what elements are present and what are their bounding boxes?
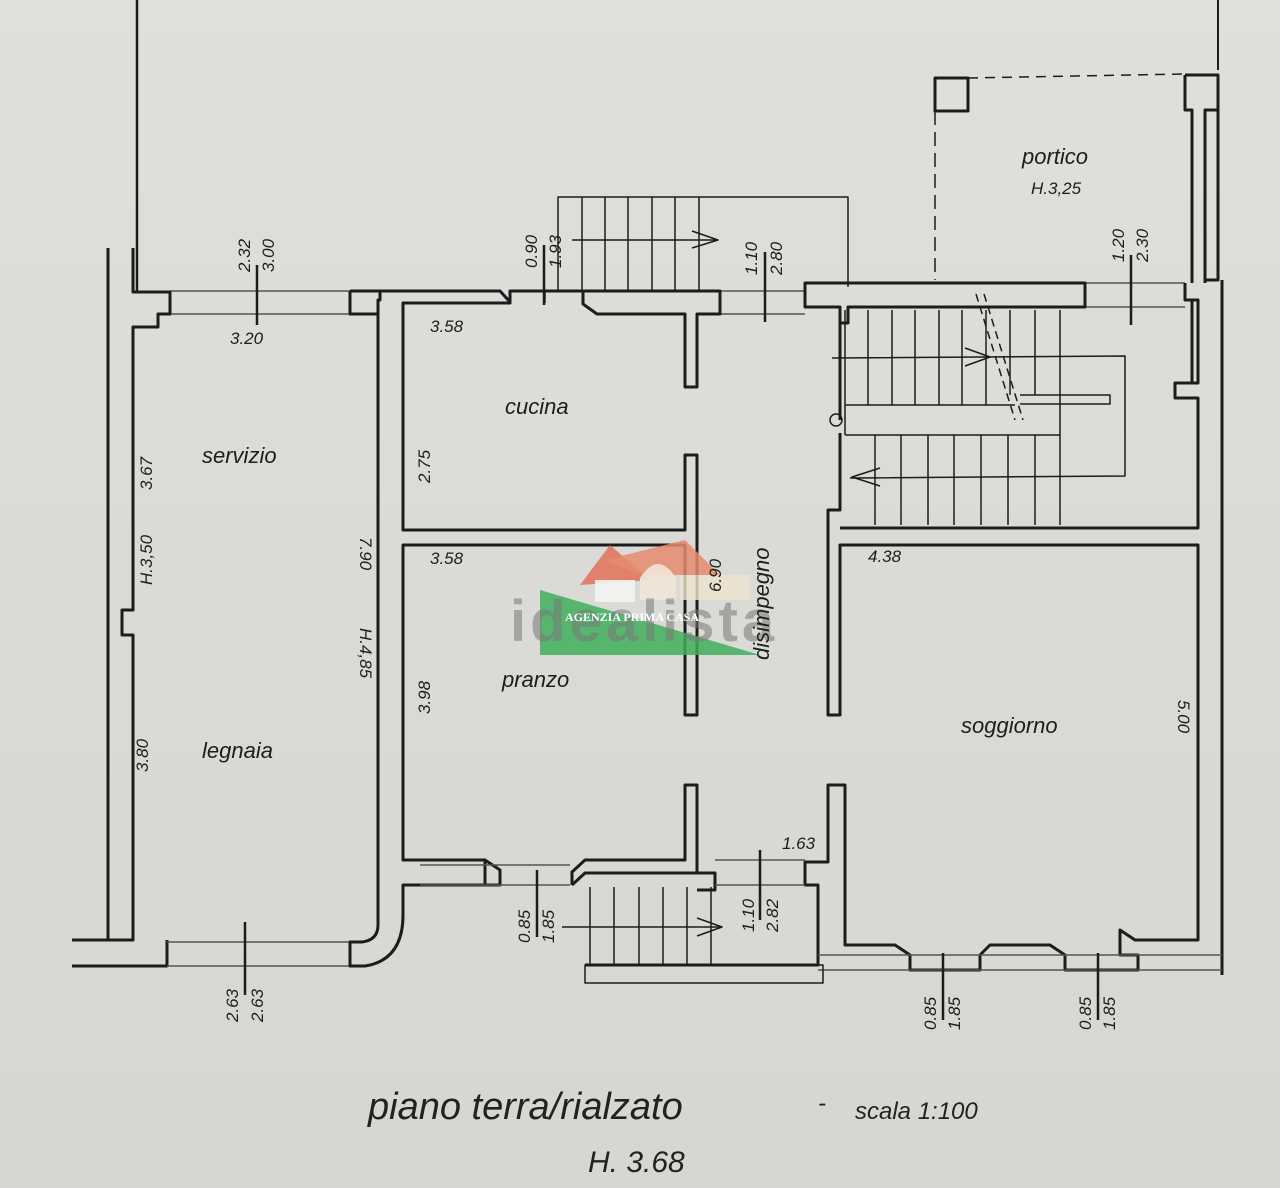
opening-bottom-entrance-den: 2.82	[763, 898, 782, 932]
stairs-main	[829, 293, 1126, 525]
opening-bottom-pranzo-den: 1.85	[539, 909, 558, 943]
opening-top-cucina-den: 1.93	[546, 234, 565, 268]
title-separator: -	[818, 1090, 826, 1117]
opening-bottom-entrance-num: 1.10	[739, 898, 758, 932]
opening-top-portico-den: 2.30	[1133, 228, 1152, 262]
opening-top-servizio-num: 2.32	[235, 238, 254, 272]
plan-floor-height: H. 3.68	[588, 1146, 685, 1179]
dim-servizio-height: H.3,50	[137, 534, 156, 585]
dim-servizio-length: 3.67	[137, 456, 156, 490]
dim-servizio-width: 3.20	[230, 329, 264, 348]
room-label-disimpegno: disimpegno	[749, 547, 774, 660]
dim-pranzo-width: 3.58	[430, 549, 464, 568]
opening-bottom-soggiorno-2-den: 1.85	[1100, 996, 1119, 1030]
dim-cucina-width: 3.58	[430, 317, 464, 336]
opening-top-servizio-den: 3.00	[259, 238, 278, 272]
room-label-legnaia: legnaia	[202, 738, 273, 763]
room-label-pranzo: pranzo	[502, 667, 570, 692]
room-label-cucina: cucina	[505, 394, 569, 419]
opening-top-cucina-num: 0.90	[522, 234, 541, 268]
opening-bottom-legnaia-num: 2.63	[223, 988, 242, 1022]
plan-scale: scala 1:100	[855, 1098, 978, 1125]
opening-bottom-soggiorno-1-num: 0.85	[921, 996, 940, 1030]
plan-title: piano terra/rialzato	[368, 1086, 683, 1128]
dim-cucina-length: 2.75	[415, 449, 434, 483]
dim-legnaia-length: 3.80	[133, 738, 152, 772]
stairs-bottom	[562, 887, 824, 984]
portico-height: H.3,25	[1031, 179, 1082, 198]
opening-top-disimpegno-den: 2.80	[767, 241, 786, 275]
watermark-brand: idealista	[510, 589, 779, 654]
agency-logo-watermark	[540, 540, 760, 655]
room-label-soggiorno: soggiorno	[961, 713, 1058, 738]
dim-soggiorno-length: 5.00	[1174, 700, 1193, 734]
watermark-agency: AGENZIA PRIMA CASA	[565, 610, 700, 624]
dim-left-block-length: 7.90	[356, 537, 375, 571]
opening-bottom-pranzo-num: 0.85	[515, 909, 534, 943]
stairs-top	[557, 196, 849, 290]
dim-corridor-bottom-width: 1.63	[782, 834, 816, 853]
opening-top-disimpegno-num: 1.10	[742, 241, 761, 275]
opening-top-portico-num: 1.20	[1109, 228, 1128, 262]
opening-bottom-soggiorno-2-num: 0.85	[1076, 996, 1095, 1030]
room-label-servizio: servizio	[202, 443, 277, 468]
room-label-portico: portico	[1022, 144, 1089, 169]
dim-pranzo-length: 3.98	[415, 680, 434, 714]
opening-bottom-legnaia-den: 2.63	[248, 988, 267, 1022]
dim-disimpegno-length: 6.90	[706, 558, 725, 592]
dim-left-block-height: H.4,85	[356, 628, 375, 679]
opening-bottom-soggiorno-1-den: 1.85	[945, 996, 964, 1030]
dim-soggiorno-width: 4.38	[868, 547, 902, 566]
